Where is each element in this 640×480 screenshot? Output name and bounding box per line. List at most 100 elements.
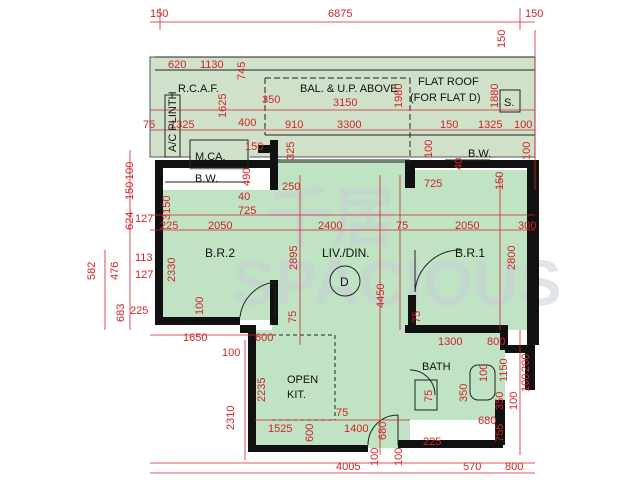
label-flat-roof-sub: (FOR FLAT D) bbox=[410, 92, 480, 104]
dim-800-bath: 800 bbox=[487, 336, 505, 348]
label-flat-roof: FLAT ROOF bbox=[418, 76, 479, 88]
label-balcony: BAL. & U.P. ABOVE bbox=[300, 83, 398, 95]
dim-600-kit-b: 600 bbox=[304, 424, 316, 442]
dim-bottom-left: 4005 bbox=[336, 461, 360, 473]
dim-100-row2: 100 bbox=[514, 119, 532, 131]
dim-100-kit-c: 100 bbox=[393, 448, 405, 466]
dim-127-a: 127 bbox=[135, 213, 153, 225]
dim-150-row2: 150 bbox=[440, 119, 458, 131]
dim-75-liv-c: 75 bbox=[411, 311, 423, 323]
dim-490: 490 bbox=[241, 168, 253, 186]
dim-100-kit-b: 100 bbox=[369, 448, 381, 466]
dim-75-bath: 75 bbox=[423, 390, 435, 402]
dim-1130: 1130 bbox=[200, 59, 224, 71]
dim-725-br2: 725 bbox=[238, 205, 256, 217]
dim-755: 755 bbox=[494, 424, 506, 442]
dim-40-right: 40 bbox=[453, 158, 465, 170]
dim-725-br1: 725 bbox=[424, 178, 442, 190]
dim-100-kit: 100 bbox=[222, 347, 240, 359]
dim-113: 113 bbox=[135, 252, 153, 264]
dim-745: 745 bbox=[236, 62, 248, 80]
label-br1: B.R.1 bbox=[455, 246, 485, 260]
dim-1325-left: 1325 bbox=[170, 119, 194, 131]
bath-fixtures bbox=[414, 364, 496, 411]
dim-3150-br2: 3150 bbox=[161, 196, 173, 220]
walls bbox=[155, 140, 539, 452]
dim-476: 476 bbox=[109, 262, 121, 280]
dim-1880: 1880 bbox=[489, 84, 501, 108]
dim-bottom-right: 800 bbox=[505, 461, 523, 473]
dim-350: 350 bbox=[262, 94, 280, 106]
dim-2895: 2895 bbox=[288, 246, 300, 270]
dim-300: 300 bbox=[518, 220, 536, 232]
dim-150-br1: 150 bbox=[494, 172, 506, 190]
dim-2235: 2235 bbox=[256, 378, 268, 402]
bedroom-2-floor bbox=[162, 190, 274, 320]
dim-100-row3: 100 bbox=[423, 140, 435, 158]
dim-250: 250 bbox=[282, 181, 300, 193]
label-rcaf: R.C.A.F. bbox=[178, 83, 219, 95]
dim-75-row2: 75 bbox=[143, 119, 155, 131]
dim-3300: 3300 bbox=[337, 119, 361, 131]
label-store: S. bbox=[504, 97, 514, 109]
dim-100-bath-c: 100 bbox=[508, 392, 520, 410]
dim-910: 910 bbox=[285, 119, 303, 131]
dim-100-left: 100 bbox=[124, 162, 136, 180]
dim-top-right: 150 bbox=[525, 8, 543, 20]
dim-bottom-mid: 570 bbox=[463, 461, 481, 473]
dim-127-b: 127 bbox=[135, 269, 153, 281]
label-br2: B.R.2 bbox=[205, 246, 235, 260]
dim-1300: 1300 bbox=[438, 336, 462, 348]
dim-1325-right: 1325 bbox=[478, 119, 502, 131]
dim-225-left: 225 bbox=[130, 305, 148, 317]
doors bbox=[239, 249, 461, 446]
dim-2050-br2: 2050 bbox=[208, 220, 232, 232]
dim-75-liv-b: 75 bbox=[287, 311, 299, 323]
dim-350-bath-b: 350 bbox=[494, 392, 506, 410]
dim-1650: 1650 bbox=[183, 332, 207, 344]
dim-4450: 4450 bbox=[375, 284, 387, 308]
dim-100-br2: 100 bbox=[194, 297, 206, 315]
label-flat-d: D bbox=[340, 275, 349, 289]
label-bath: BATH bbox=[422, 361, 451, 373]
dim-75-kit: 75 bbox=[336, 407, 348, 419]
dim-620: 620 bbox=[168, 59, 186, 71]
dim-350-bath: 350 bbox=[458, 384, 470, 402]
label-mca: M.CA. bbox=[195, 151, 226, 163]
dim-top-left: 150 bbox=[150, 8, 168, 20]
label-bw-right: B.W. bbox=[468, 148, 491, 160]
dim-top-middle: 6875 bbox=[328, 8, 352, 20]
dim-683: 683 bbox=[115, 304, 127, 322]
dim-2310: 2310 bbox=[225, 406, 237, 430]
dim-150-row3: 150 bbox=[245, 141, 263, 153]
watermark-chinese: 千居 bbox=[268, 182, 396, 254]
dim-325: 325 bbox=[285, 142, 297, 160]
dim-100-bath: 100 bbox=[478, 364, 490, 382]
partitions bbox=[155, 56, 535, 421]
dim-1400: 1400 bbox=[344, 423, 368, 435]
watermark-english: SPACIOUS bbox=[232, 247, 562, 319]
dim-2050-br1: 2050 bbox=[455, 220, 479, 232]
dim-100-right: 100 bbox=[521, 142, 533, 160]
dim-1625: 1625 bbox=[217, 94, 229, 118]
dim-200: 200 bbox=[520, 354, 532, 372]
dim-150-left: 150 bbox=[124, 182, 136, 200]
label-ac-plinth: A/C PLINTH bbox=[167, 91, 179, 152]
dim-1150: 1150 bbox=[498, 358, 510, 382]
dim-2800: 2800 bbox=[506, 246, 518, 270]
dim-150-roof-right: 150 bbox=[496, 30, 508, 48]
dim-582: 582 bbox=[86, 262, 98, 280]
dim-680-kit: 680 bbox=[377, 422, 389, 440]
label-liv-din: LIV./DIN. bbox=[322, 246, 370, 260]
dim-2400: 2400 bbox=[318, 220, 342, 232]
dim-225-br2: 225 bbox=[160, 220, 178, 232]
dim-75-liv: 75 bbox=[396, 220, 408, 232]
dim-100-bath-b: 100 bbox=[520, 374, 532, 392]
dim-1525: 1525 bbox=[268, 423, 292, 435]
dim-1980: 1980 bbox=[393, 84, 405, 108]
kitchen-floor bbox=[250, 330, 410, 448]
dim-225-kit: 225 bbox=[423, 436, 441, 448]
dim-680-bath: 680 bbox=[478, 415, 496, 427]
dim-3150-roof: 3150 bbox=[333, 97, 357, 109]
